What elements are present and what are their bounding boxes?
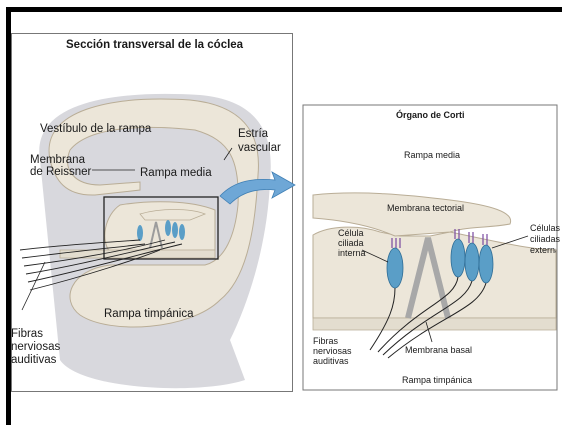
outer-cells-label-3: externas	[530, 245, 556, 256]
tectorial-label: Membrana tectorial	[387, 203, 464, 214]
fibers-label-1: Fibras	[11, 328, 43, 341]
tympanic-label: Rampa timpánica	[104, 308, 193, 321]
basal-label: Membrana basal	[405, 345, 472, 356]
left-title: Sección transversal de la cóclea	[66, 39, 243, 52]
small-hair-cell	[172, 222, 178, 238]
fibers-leader	[22, 262, 45, 310]
right-tympanic-label: Rampa timpánica	[402, 375, 472, 386]
vestibular-label: Vestíbulo de la rampa	[40, 123, 151, 136]
right-media-label: Rampa media	[404, 150, 460, 161]
small-hair-cell	[165, 220, 171, 236]
fibers-label-3: auditivas	[11, 354, 56, 367]
reissner-label-2: de Reissner	[30, 166, 91, 179]
outer-cells-label-2: ciliadas	[530, 234, 560, 245]
basal-membrane	[313, 318, 556, 330]
inner-cell-label-2: ciliada	[338, 238, 364, 249]
outer-hair-cell	[465, 243, 479, 281]
outer-cells-label-1: Células	[530, 223, 560, 234]
right-title: Órgano de Corti	[396, 110, 465, 121]
outer-hair-cell	[479, 245, 493, 283]
right-fibers-label-2: nerviosas	[313, 346, 352, 357]
small-hair-cell	[179, 224, 185, 240]
right-fibers-label-3: auditivas	[313, 356, 349, 367]
inner-cell-label-3: interna	[338, 248, 366, 259]
organ-shelf	[105, 202, 215, 252]
fibers-label-2: nerviosas	[11, 341, 60, 354]
small-hair-cell	[137, 225, 143, 241]
stria-label-1: Estría	[238, 128, 268, 141]
media-label: Rampa media	[140, 167, 212, 180]
outer-hair-cell	[451, 239, 465, 277]
inner-cell-label-1: Célula	[338, 228, 364, 239]
inner-hair-cell	[387, 248, 403, 288]
stria-label-2: vascular	[238, 142, 281, 155]
right-fibers-label-1: Fibras	[313, 336, 338, 347]
